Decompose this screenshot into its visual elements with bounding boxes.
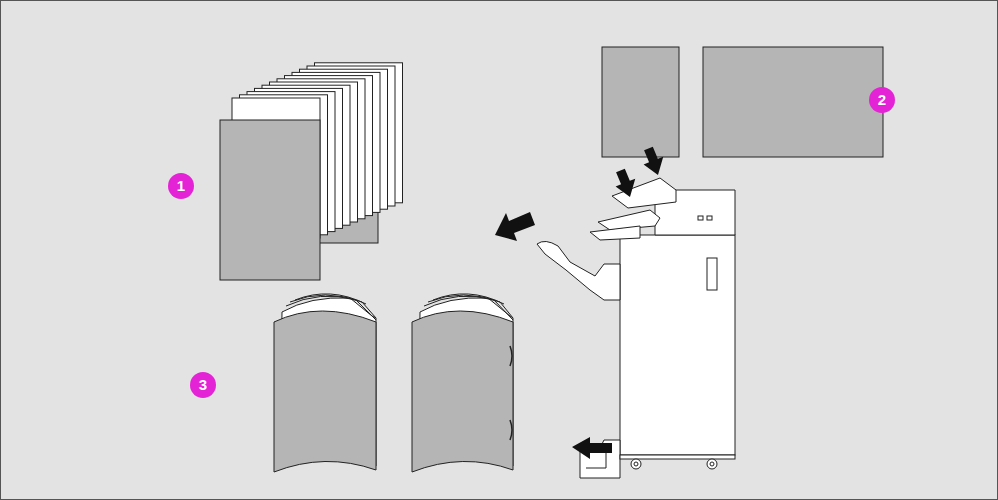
callout-number: 3 bbox=[190, 372, 216, 398]
front-cover bbox=[220, 120, 320, 280]
sheet-stack bbox=[220, 63, 403, 280]
direction-arrows bbox=[495, 145, 665, 459]
finisher bbox=[537, 178, 735, 478]
cover-sheet bbox=[602, 47, 679, 157]
callout-number: 2 bbox=[869, 87, 895, 113]
stapled-booklet bbox=[412, 294, 513, 472]
cover-sheet-wide bbox=[703, 47, 883, 157]
callout-number: 1 bbox=[168, 173, 194, 199]
booklet bbox=[274, 294, 376, 472]
